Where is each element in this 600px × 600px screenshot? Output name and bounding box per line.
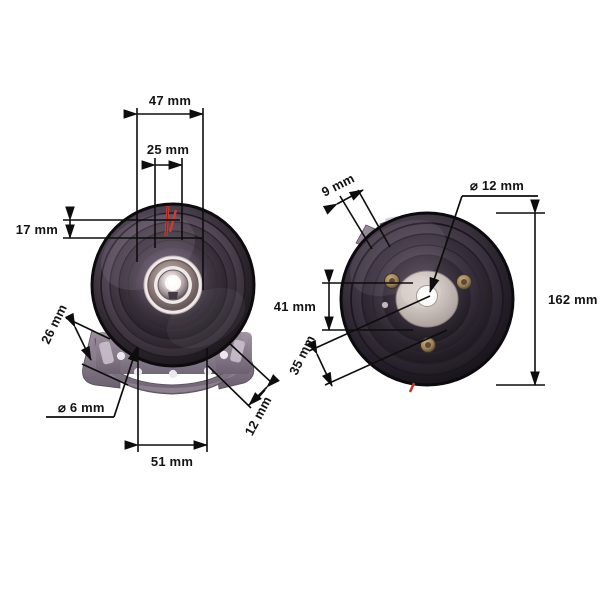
dimension-label-41mm: 41 mm <box>274 299 316 314</box>
dimension-47mm: 47 mm <box>123 93 204 290</box>
dimension-17mm: 17 mm <box>16 206 202 239</box>
dimension-25mm: 25 mm <box>141 142 189 248</box>
dimension-162mm: 162 mm <box>496 199 598 386</box>
dimension-6mm-dia: ⌀ 6 mm <box>46 346 138 418</box>
rear-body <box>339 211 515 393</box>
dimension-12mm-dia: ⌀ 12 mm <box>429 178 538 293</box>
rear-wire <box>408 382 416 393</box>
dimension-label-26mm: 26 mm <box>38 302 70 347</box>
right-clutch-pulley-photo <box>339 211 515 393</box>
dimension-51mm: 51 mm <box>124 348 208 469</box>
dimension-label-51mm: 51 mm <box>151 454 193 469</box>
left-clutch-pulley-photo <box>82 202 256 395</box>
dimension-label-6mm: ⌀ 6 mm <box>58 400 105 415</box>
dimension-label-47mm: 47 mm <box>149 93 191 108</box>
clutch-wire <box>164 205 178 237</box>
dimension-label-9mm: 9 mm <box>319 170 357 199</box>
dimension-label-35mm: 35 mm <box>286 333 318 378</box>
dimension-label-12mm-dia: ⌀ 12 mm <box>470 178 524 193</box>
dimension-41mm: 41 mm <box>274 269 413 331</box>
dimension-label-25mm: 25 mm <box>147 142 189 157</box>
dimension-label-12mm-left: 12 mm <box>241 394 274 438</box>
pulley-body <box>90 202 256 368</box>
dimension-label-162mm: 162 mm <box>548 292 598 307</box>
dimension-label-17mm: 17 mm <box>16 222 58 237</box>
